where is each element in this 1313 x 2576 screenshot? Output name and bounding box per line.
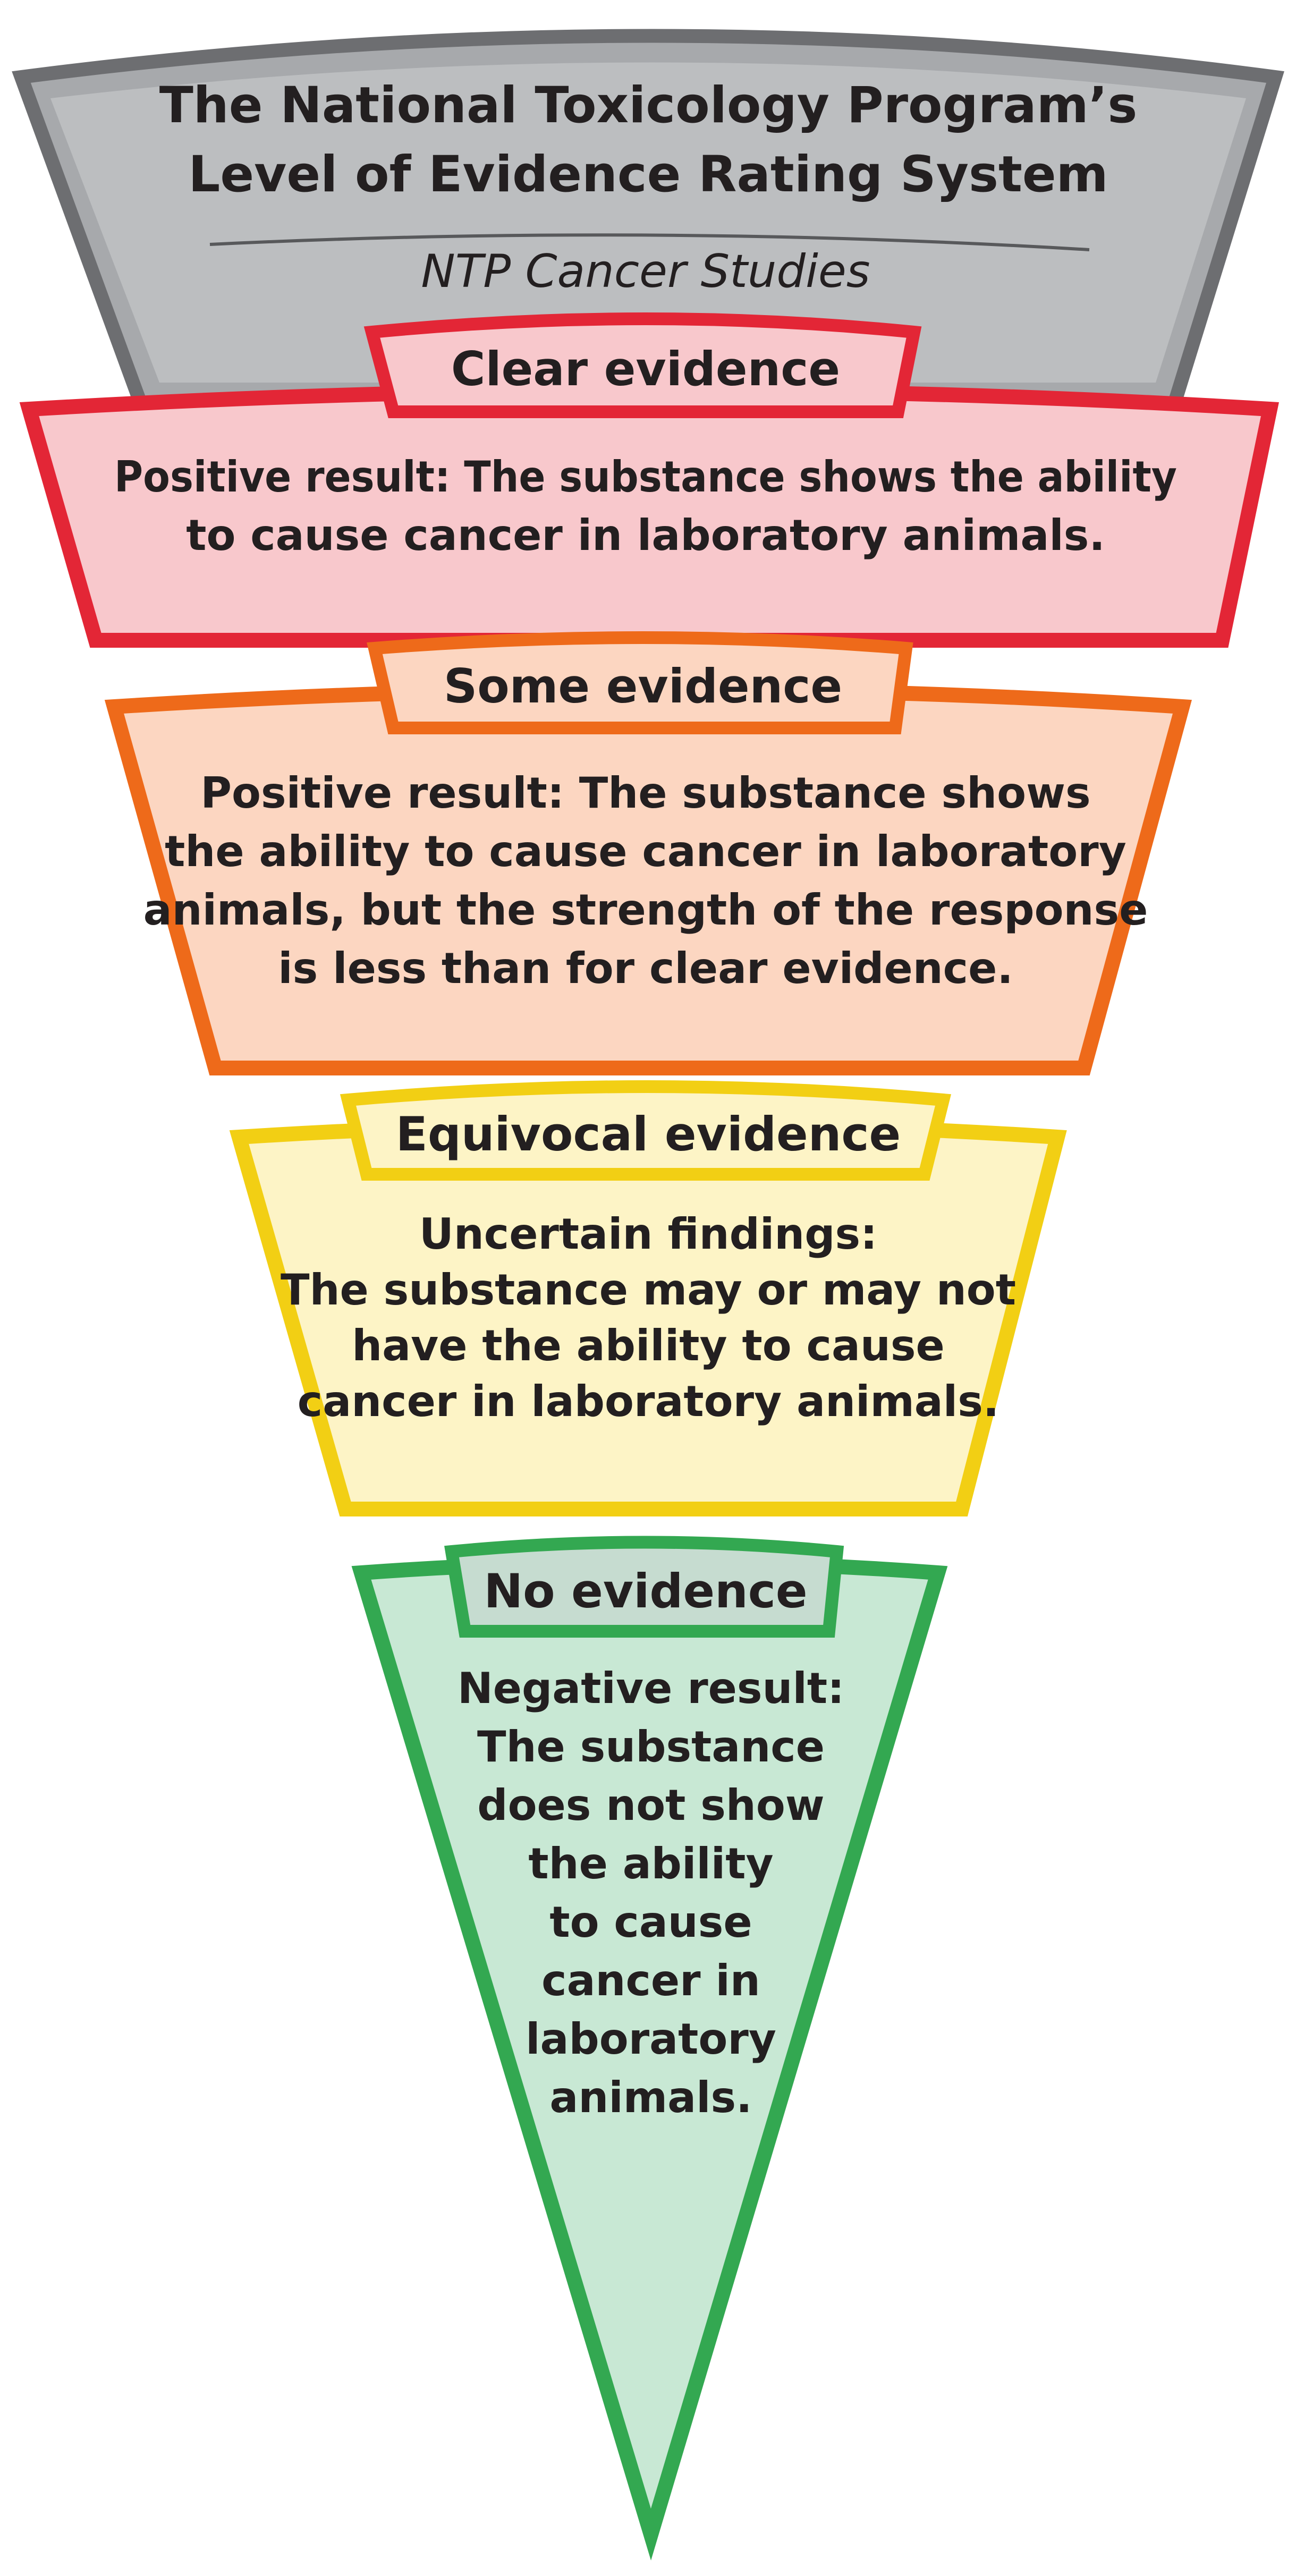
header-inner-shade (50, 62, 1246, 383)
equivocal-evidence-description-line-3: have the ability to cause (352, 1321, 945, 1370)
no-evidence-tab (444, 1536, 844, 1638)
equivocal-evidence-label: Equivocal evidence (396, 1107, 901, 1162)
level-no-evidence: No evidence Negative result: The substan… (351, 1536, 948, 2561)
some-evidence-description-line-3: animals, but the strength of the respons… (143, 885, 1148, 935)
no-evidence-description-line-5: to cause (549, 1897, 752, 1947)
level-clear-evidence: Clear evidence Positive result: The subs… (19, 312, 1279, 648)
no-evidence-label: No evidence (484, 1564, 807, 1619)
no-evidence-description-line-2: The substance (477, 1722, 825, 1772)
no-evidence-description-line-3: does not show (477, 1781, 824, 1830)
no-evidence-description-line-8: animals. (549, 2073, 752, 2122)
no-evidence-description-line-6: cancer in (541, 1956, 760, 2005)
some-evidence-panel (104, 682, 1192, 1075)
clear-evidence-description-line-2: to cause cancer in laboratory animals. (186, 511, 1105, 560)
header-title-line-2: Level of Evidence Rating System (188, 146, 1108, 204)
level-some-evidence: Some evidence Positive result: The subst… (104, 631, 1192, 1075)
header-subtitle: NTP Cancer Studies (421, 245, 870, 298)
equivocal-evidence-description-line-1: Uncertain findings: (419, 1209, 877, 1259)
header-divider (209, 233, 1090, 251)
some-evidence-label: Some evidence (444, 659, 842, 714)
equivocal-evidence-tab (340, 1080, 952, 1181)
equivocal-evidence-description-line-2: The substance may or may not (281, 1265, 1016, 1315)
level-equivocal-evidence: Equivocal evidence Uncertain findings: T… (229, 1080, 1067, 1516)
no-evidence-description-line-7: laboratory (526, 2014, 776, 2064)
equivocal-evidence-panel (229, 1116, 1067, 1516)
clear-evidence-description-line-1: Positive result: The substance shows the… (114, 452, 1177, 502)
equivocal-evidence-description-line-4: cancer in laboratory animals. (298, 1377, 999, 1426)
some-evidence-tab (367, 631, 913, 734)
header-title-line-1: The National Toxicology Program’s (159, 77, 1138, 134)
header-panel: The National Toxicology Program’s Level … (12, 29, 1284, 411)
some-evidence-description-line-4: is less than for clear evidence. (278, 944, 1013, 993)
clear-evidence-tab (363, 312, 922, 418)
no-evidence-description-line-4: the ability (528, 1839, 773, 1888)
some-evidence-description-line-2: the ability to cause cancer in laborator… (165, 827, 1126, 876)
some-evidence-description-line-1: Positive result: The substance shows (200, 768, 1090, 818)
no-evidence-description-line-1: Negative result: (458, 1664, 844, 1713)
clear-evidence-label: Clear evidence (451, 342, 840, 396)
